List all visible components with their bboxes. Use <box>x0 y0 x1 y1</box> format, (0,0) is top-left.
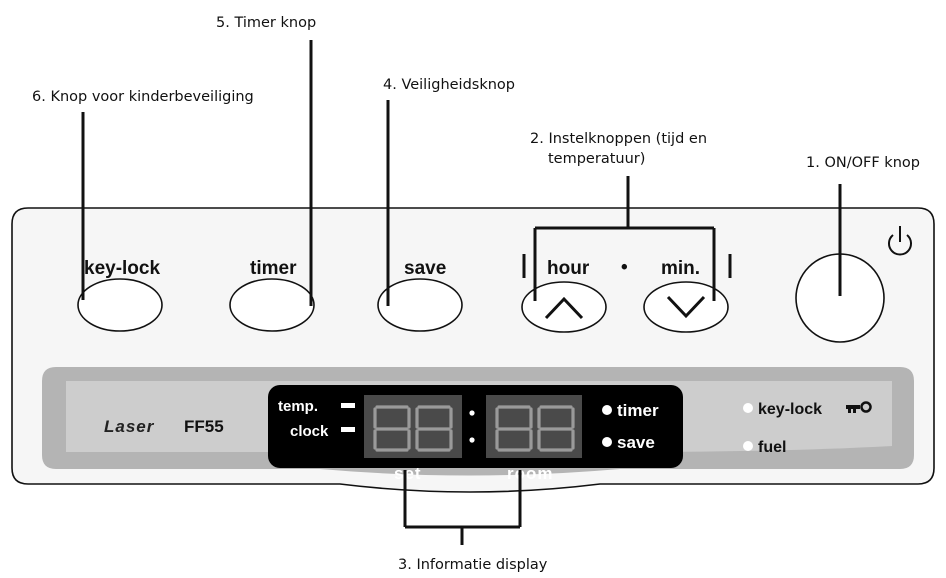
callout-timer: 5. Timer knop <box>216 15 316 31</box>
callout-setting-line1: 2. Instelknoppen (tijd en <box>530 131 707 147</box>
fuel-indicator-dot <box>743 441 753 451</box>
clock-label: clock <box>290 423 329 440</box>
clock-indicator <box>341 427 355 432</box>
set-digits <box>373 405 453 452</box>
room-label: room <box>507 464 554 483</box>
callout-child-lock: 6. Knop voor kinderbeveiliging <box>32 89 254 105</box>
hour-min-separator: • <box>621 257 628 278</box>
save-indicator-label: save <box>617 433 655 452</box>
key-lock-indicator-dot <box>743 403 753 413</box>
callout-on-off: 1. ON/OFF knop <box>806 155 920 171</box>
min-button-label: min. <box>661 258 700 279</box>
up-button[interactable] <box>521 281 607 333</box>
colon-top <box>469 410 475 416</box>
room-digits-value: 88 <box>0 0 2 1</box>
key-lock-indicator-label: key-lock <box>758 401 822 418</box>
fuel-indicator-label: fuel <box>758 439 786 456</box>
timer-indicator-dot <box>602 405 612 415</box>
key-lock-button[interactable] <box>77 278 163 332</box>
display-window <box>268 385 683 468</box>
save-button[interactable] <box>377 278 463 332</box>
model-label: FF55 <box>184 417 224 436</box>
callout-setting-line2: temperatuur) <box>548 151 645 167</box>
down-button[interactable] <box>643 281 729 333</box>
timer-button[interactable] <box>229 278 315 332</box>
key-icon <box>846 401 872 413</box>
callout-safety: 4. Veiligheidsknop <box>383 77 515 93</box>
temp-label: temp. <box>278 398 318 415</box>
chevron-down-icon <box>666 295 706 319</box>
save-button-label: save <box>404 258 446 279</box>
room-digits <box>495 405 575 452</box>
timer-button-label: timer <box>250 258 297 279</box>
set-digits-value: 88 <box>0 0 2 1</box>
callout-bracket-setting <box>533 176 716 301</box>
callout-bracket-display <box>403 470 522 545</box>
colon-bottom <box>469 437 475 443</box>
power-icon <box>888 226 912 256</box>
save-indicator-dot <box>602 437 612 447</box>
key-lock-button-label: key-lock <box>84 258 160 279</box>
chevron-up-icon <box>544 296 584 320</box>
hour-button-label: hour <box>547 258 590 279</box>
timer-indicator-label: timer <box>617 401 659 420</box>
brand-logo: Laser <box>104 417 155 436</box>
temp-indicator <box>341 403 355 408</box>
callout-display: 3. Informatie display <box>398 557 548 573</box>
set-label: set <box>394 464 422 483</box>
